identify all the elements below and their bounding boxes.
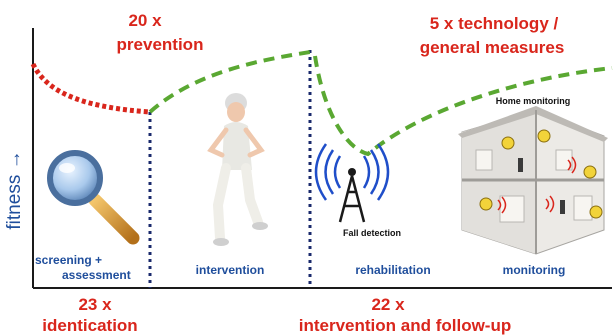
phase-label-screening-line1: screening + xyxy=(35,253,102,267)
followup-label: intervention and follow-up xyxy=(299,316,511,335)
phase-label-rehabilitation: rehabilitation xyxy=(355,263,430,277)
home-monitoring-caption: Home monitoring xyxy=(496,96,571,106)
magnifying-glass-icon xyxy=(47,150,140,245)
fitness-curve-decline xyxy=(30,62,151,115)
technology-label-line2: general measures xyxy=(420,38,565,57)
y-axis-label: fitness → xyxy=(4,150,25,229)
phase-label-monitoring: monitoring xyxy=(503,263,566,277)
radio-antenna-icon xyxy=(314,143,390,223)
technology-label-line1: 5 x technology / xyxy=(430,14,559,33)
identification-count: 23 x xyxy=(78,295,112,314)
prevention-count: 20 x xyxy=(128,11,162,30)
prevention-label: prevention xyxy=(117,35,204,54)
fall-detection-caption: Fall detection xyxy=(343,228,401,238)
fitness-curve-rehabilitation xyxy=(313,55,613,157)
phase-label-screening-line2: assessment xyxy=(62,268,131,282)
house-cutaway-icon xyxy=(458,106,608,255)
phase-label-intervention: intervention xyxy=(196,263,265,277)
identification-label: identication xyxy=(42,316,137,335)
elderly-woman-figure xyxy=(207,93,268,246)
followup-count: 22 x xyxy=(371,295,405,314)
fitness-curve-intervention xyxy=(148,50,311,114)
